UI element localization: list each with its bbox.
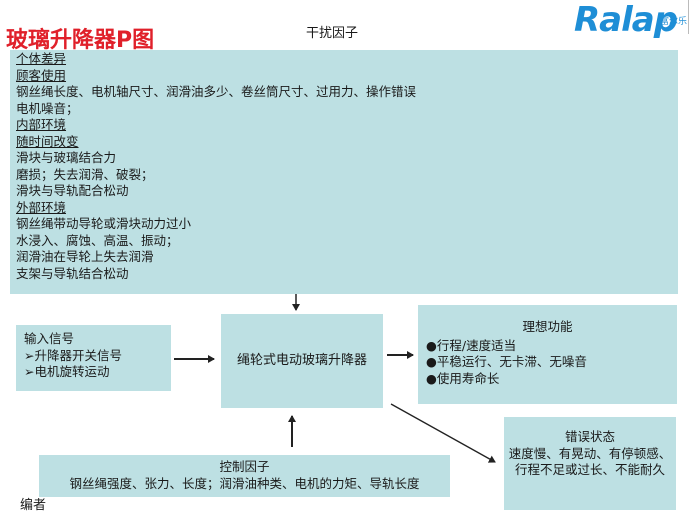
error-state-box: 错误状态 速度慢、有晃动、有停顿感、行程不足或过长、不能耐久 xyxy=(504,417,676,510)
system-label: 绳轮式电动玻璃升降器 xyxy=(236,352,367,368)
control-factors-title: 控制因子 xyxy=(219,459,270,474)
noise-factor-line: 磨损；失去润滑、破裂； xyxy=(16,166,154,182)
system-box: 绳轮式电动玻璃升降器 xyxy=(221,314,383,408)
error-state-text: 速度慢、有晃动、有停顿感、行程不足或过长、不能耐久 xyxy=(508,445,672,478)
footer-editor-label: 编者 xyxy=(20,498,47,513)
input-signal-item: ➢升降器开关信号 xyxy=(24,347,122,363)
system-to-error-arrow xyxy=(390,403,496,463)
input-signal-box: 输入信号 ➢升降器开关信号 ➢电机旋转运动 xyxy=(16,325,171,391)
noise-factor-line: 水浸入、腐蚀、高温、振动； xyxy=(16,232,179,248)
noise-factor-line: 钢丝绳带动导轮或滑块动力过小 xyxy=(16,216,192,231)
ideal-function-item: ●使用寿命长 xyxy=(426,370,500,386)
noise-factor-line: 随时间改变 xyxy=(16,133,79,149)
noise-factors-box: 个体差异顾客使用钢丝绳长度、电机轴尺寸、润滑油多少、卷丝筒尺寸、过用力、操作错误… xyxy=(10,50,678,294)
input-signal-item: ➢电机旋转运动 xyxy=(24,364,110,379)
control-factors-text: 钢丝绳强度、张力、长度；润滑油种类、电机的力矩、导轨长度 xyxy=(69,475,420,491)
noise-factor-line: 支架与导轨结合松动 xyxy=(16,265,129,281)
noise-factor-line: 钢丝绳长度、电机轴尺寸、润滑油多少、卷丝筒尺寸、过用力、操作错误 xyxy=(16,84,417,99)
logo-divider xyxy=(688,0,689,34)
control-factors-box: 控制因子 钢丝绳强度、张力、长度；润滑油种类、电机的力矩、导轨长度 xyxy=(39,455,450,497)
noise-factor-line: 润滑油在导轮上失去润滑 xyxy=(16,249,154,264)
noise-factor-line: 外部环境 xyxy=(16,199,67,215)
input-signal-title: 输入信号 xyxy=(24,331,75,346)
ideal-function-item: ●行程/速度适当 xyxy=(426,337,517,353)
noise-factor-line: 顾客使用 xyxy=(16,67,67,83)
noise-factor-line: 滑块与玻璃结合力 xyxy=(16,150,117,165)
company-logo-subtext: 富尔乐 xyxy=(660,17,688,27)
noise-factor-line: 个体差异 xyxy=(16,51,67,66)
ideal-function-box: 理想功能 ●行程/速度适当 ●平稳运行、无卡滞、无噪音 ●使用寿命长 xyxy=(418,305,677,404)
ideal-function-title: 理想功能 xyxy=(522,319,573,334)
page-title: 玻璃升降器P图 xyxy=(6,28,155,53)
noise-factor-line: 滑块与导轨配合松动 xyxy=(16,183,129,198)
noise-factors-heading: 干扰因子 xyxy=(306,26,359,41)
ideal-function-item: ●平稳运行、无卡滞、无噪音 xyxy=(426,354,587,369)
noise-factor-line: 内部环境 xyxy=(16,117,67,132)
noise-factor-line: 电机噪音； xyxy=(16,100,79,116)
error-state-title: 错误状态 xyxy=(564,429,615,444)
company-logo: Ralap xyxy=(574,0,678,40)
